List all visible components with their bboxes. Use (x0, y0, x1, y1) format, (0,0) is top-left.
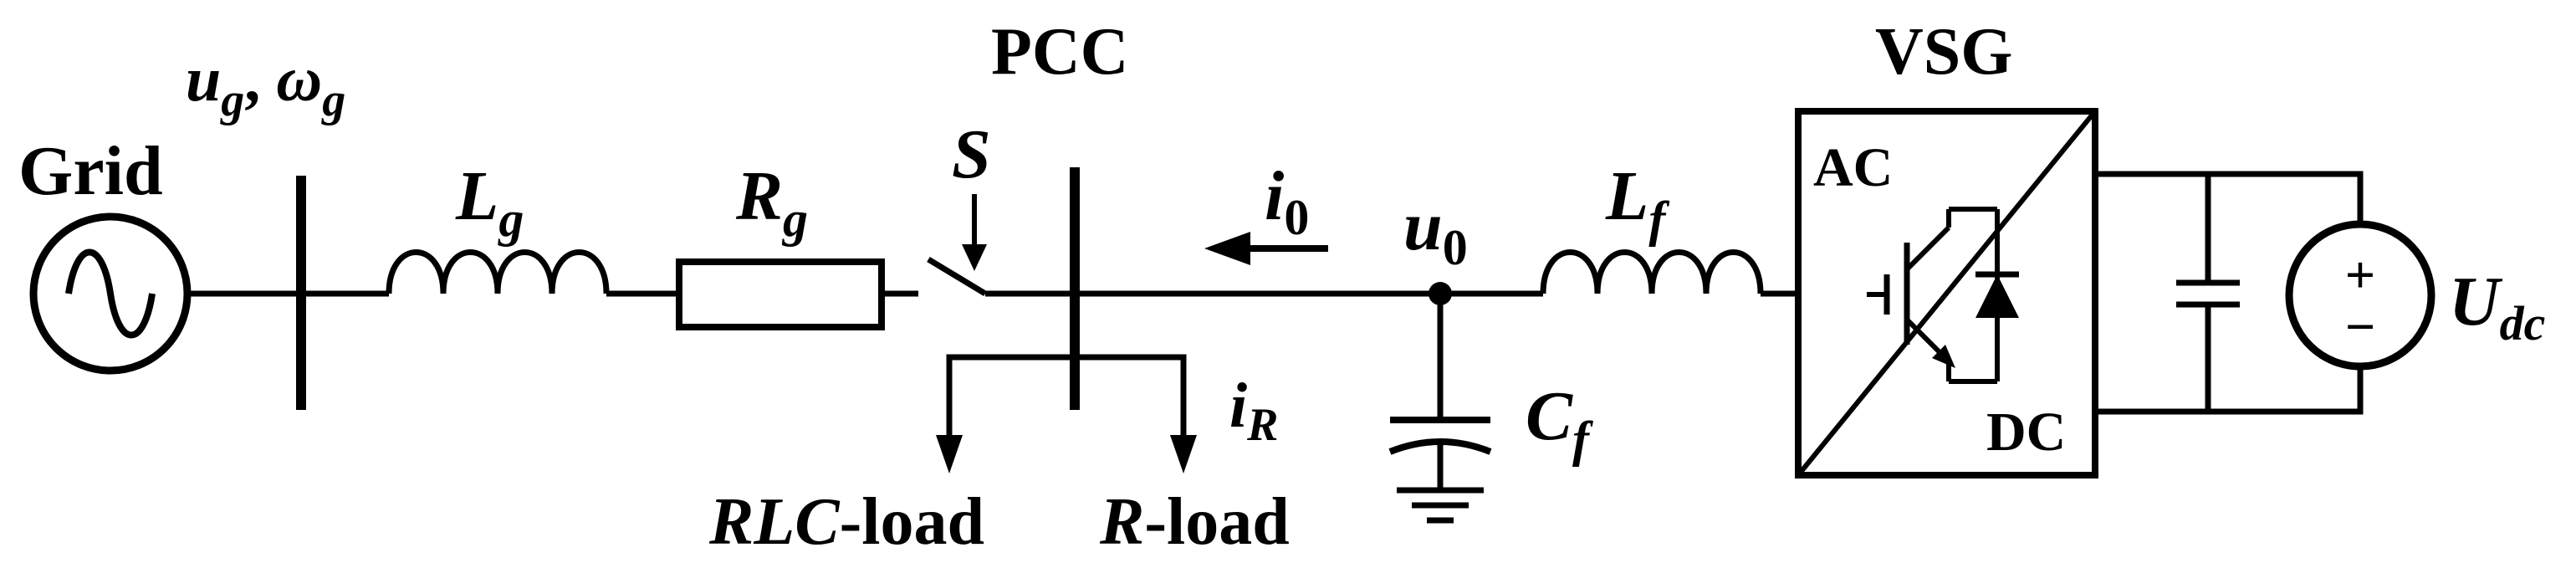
output-voltage-label: u0 (1403, 187, 1468, 275)
dc-voltage-label: Udc (2449, 263, 2545, 351)
grid-label: Grid (18, 132, 163, 210)
anti-parallel-diode-icon (1975, 271, 2019, 318)
dc-link-wires (2095, 171, 2364, 415)
switch-label: S (952, 115, 991, 193)
rlc-load-arrow-icon (936, 435, 963, 473)
dc-voltage-source-icon (2285, 220, 2435, 371)
converter-ac-label: AC (1813, 137, 1893, 198)
filter-capacitor-cf (1388, 294, 1492, 490)
pcc-label: PCC (991, 15, 1128, 89)
switch-s-blade (927, 257, 987, 296)
vsg-label: VSG (1875, 15, 2013, 89)
grid-inductor-lg (386, 249, 610, 294)
grid-resistor-label: Rg (735, 157, 808, 247)
vsg-converter-block (1795, 108, 2098, 479)
igbt-switch-icon (1867, 207, 2000, 384)
source-plus-sign: + (2345, 245, 2375, 305)
source-minus-sign: − (2345, 297, 2375, 356)
r-load-arrow-icon (1170, 435, 1197, 473)
grid-resistor-rg (676, 258, 885, 330)
filter-capacitor-label: Cf (1526, 377, 1593, 467)
filter-inductor-label: Lf (1605, 157, 1669, 247)
grid-ac-source-icon (29, 212, 192, 375)
converter-dc-label: DC (1986, 402, 2066, 463)
filter-inductor-lf (1540, 249, 1764, 294)
switch-s-indicator-arrowhead (962, 244, 987, 271)
r-load-current-label: iR (1229, 371, 1278, 451)
load-feeder-wires (946, 354, 1187, 439)
grid-inductor-label: Lg (455, 157, 524, 247)
ground-icon (1397, 487, 1484, 524)
output-current-label: i0 (1265, 157, 1309, 245)
r-load-label: R-load (1099, 485, 1290, 559)
rlc-load-label: RLC-load (708, 485, 984, 559)
dc-link-capacitor (2176, 279, 2240, 308)
grid-voltage-frequency-label: ug, ωg (186, 44, 345, 126)
i0-arrowhead (1204, 232, 1250, 265)
